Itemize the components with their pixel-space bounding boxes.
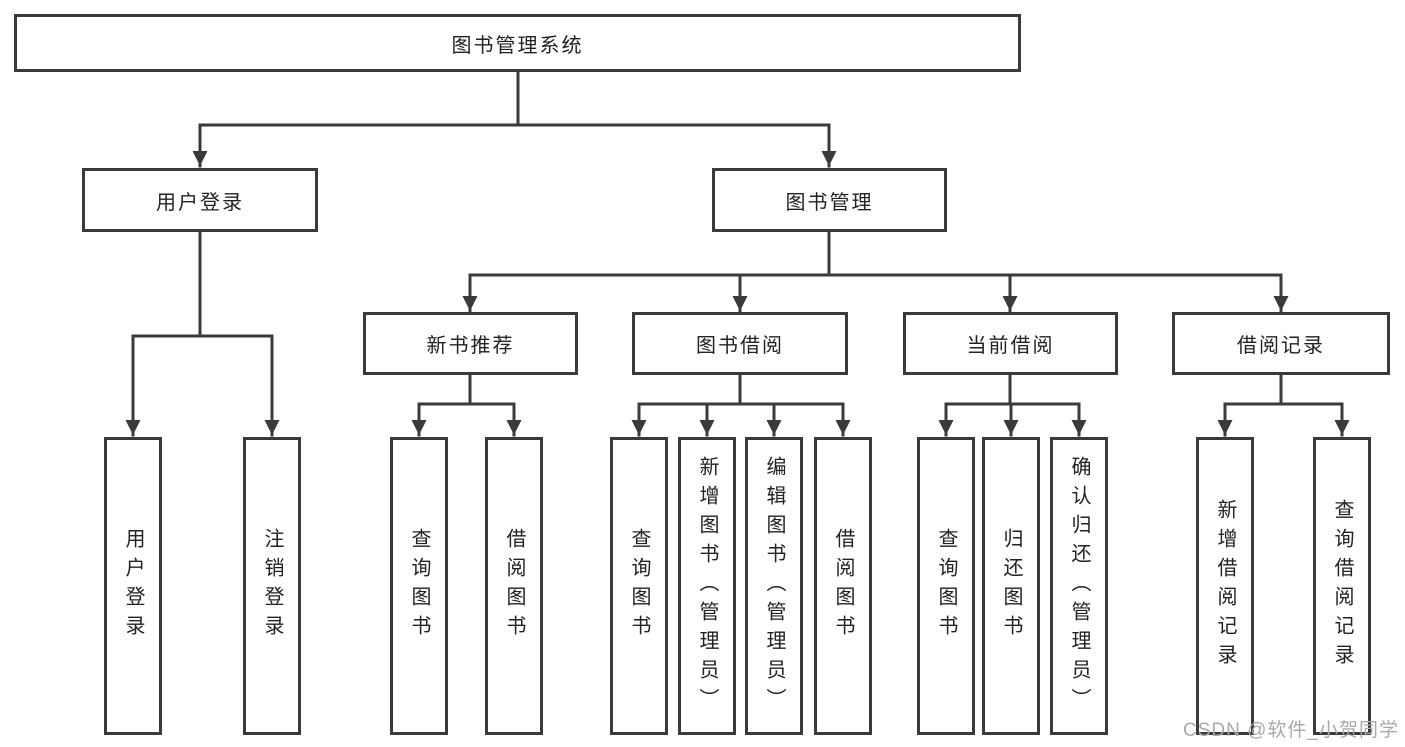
node-borrowing-records: 借阅记录	[1172, 312, 1390, 375]
leaf-query-borrow-record-label: 查询借阅记录	[1331, 499, 1353, 673]
leaf-edit-books-admin-label: 编辑图书（管理员）	[763, 455, 785, 717]
node-new-book-recommendation-label: 新书推荐	[426, 335, 515, 357]
leaf-confirm-return-admin: 确认归还（管理员）	[1050, 437, 1108, 735]
leaf-return-books: 归还图书	[982, 437, 1040, 735]
leaf-logout-label: 注销登录	[261, 528, 283, 644]
csdn-watermark: CSDN @软件_小贺同学	[1183, 720, 1399, 741]
leaf-borrow-books-label: 借阅图书	[832, 528, 854, 644]
node-current-borrowing: 当前借阅	[903, 312, 1118, 375]
node-book-borrowing: 图书借阅	[632, 312, 848, 375]
leaf-recommendation-borrow-books-label: 借阅图书	[503, 528, 525, 644]
leaf-add-borrow-record-label: 新增借阅记录	[1214, 499, 1236, 673]
node-borrowing-records-label: 借阅记录	[1237, 335, 1325, 357]
leaf-borrowing-query-books: 查询图书	[610, 437, 668, 735]
node-book-borrowing-label: 图书借阅	[696, 335, 784, 357]
node-book-management-label: 图书管理	[785, 191, 874, 214]
leaf-recommendation-query-books: 查询图书	[390, 437, 448, 735]
node-new-book-recommendation: 新书推荐	[363, 312, 578, 375]
node-user-login: 用户登录	[82, 168, 318, 232]
leaf-add-books-admin-label: 新增图书（管理员）	[696, 455, 718, 717]
leaf-add-books-admin: 新增图书（管理员）	[678, 437, 736, 735]
leaf-current-query-books: 查询图书	[917, 437, 975, 735]
node-current-borrowing-label: 当前借阅	[966, 335, 1055, 357]
node-user-login-label: 用户登录	[156, 191, 244, 214]
leaf-logout: 注销登录	[243, 437, 301, 735]
leaf-edit-books-admin: 编辑图书（管理员）	[745, 437, 803, 735]
leaf-user-login: 用户登录	[104, 437, 162, 735]
leaf-query-borrow-record: 查询借阅记录	[1313, 437, 1371, 735]
node-book-management: 图书管理	[712, 168, 947, 232]
leaf-current-query-books-label: 查询图书	[935, 528, 957, 644]
leaf-recommendation-borrow-books: 借阅图书	[485, 437, 543, 735]
node-root-library-system: 图书管理系统	[14, 14, 1021, 72]
leaf-add-borrow-record: 新增借阅记录	[1196, 437, 1254, 735]
leaf-borrowing-query-books-label: 查询图书	[628, 528, 650, 644]
leaf-confirm-return-admin-label: 确认归还（管理员）	[1068, 455, 1090, 717]
leaf-borrow-books: 借阅图书	[814, 437, 872, 735]
leaf-return-books-label: 归还图书	[1000, 528, 1022, 644]
leaf-recommendation-query-books-label: 查询图书	[408, 528, 430, 644]
leaf-user-login-label: 用户登录	[122, 528, 144, 644]
node-root-label: 图书管理系统	[451, 34, 584, 57]
